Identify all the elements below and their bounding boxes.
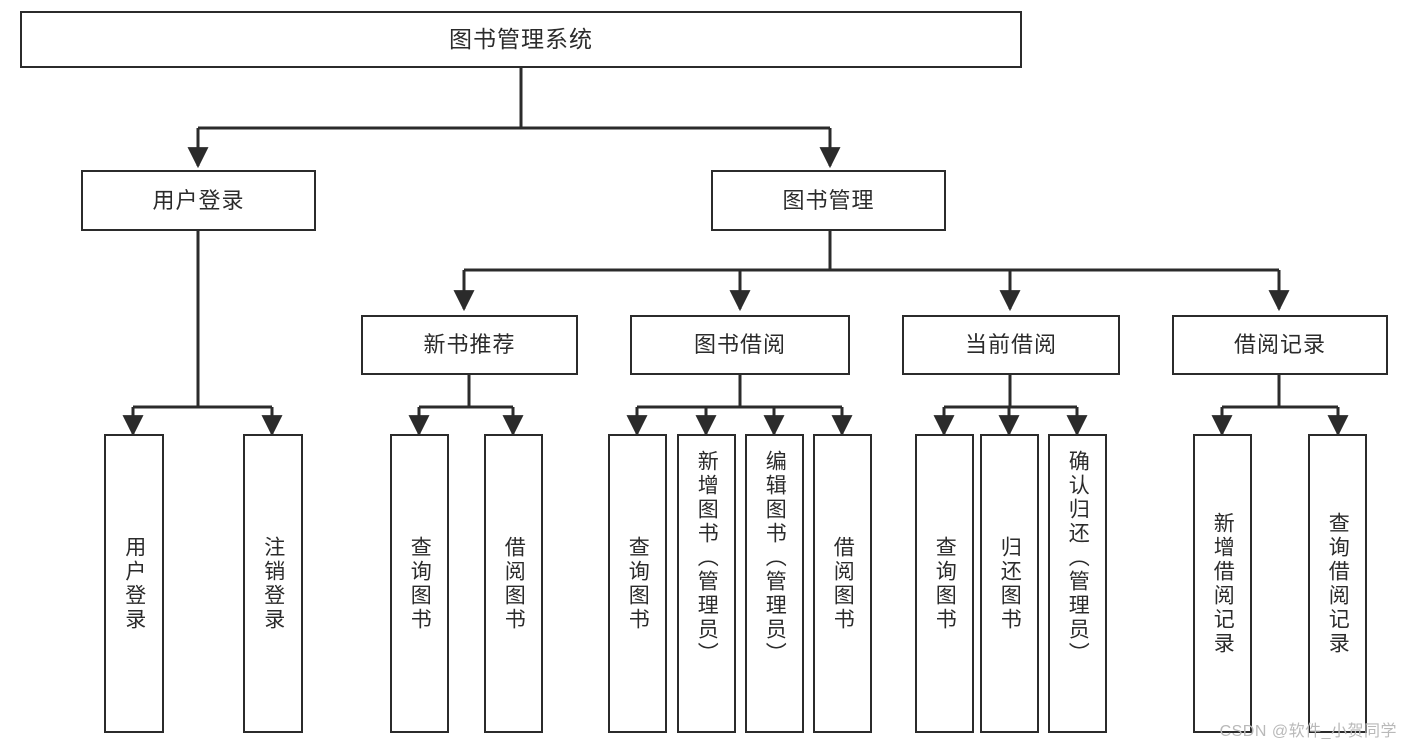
node-leaf-add-book[interactable]: 新增图书（管理员） xyxy=(677,434,736,733)
node-leaf-borrow-book-2-label: 借阅图书 xyxy=(831,535,855,632)
node-leaf-query-book-3-label: 查询图书 xyxy=(933,535,957,632)
node-leaf-add-record-label: 新增借阅记录 xyxy=(1211,511,1235,656)
node-leaf-user-login-label: 用户登录 xyxy=(122,535,146,632)
node-leaf-query-book-2-label: 查询图书 xyxy=(626,535,650,632)
node-user-login[interactable]: 用户登录 xyxy=(81,170,316,231)
node-leaf-borrow-book-1[interactable]: 借阅图书 xyxy=(484,434,543,733)
node-leaf-confirm-return-label: 确认归还（管理员） xyxy=(1066,450,1090,666)
node-book-borrow[interactable]: 图书借阅 xyxy=(630,315,850,375)
node-leaf-query-record[interactable]: 查询借阅记录 xyxy=(1308,434,1367,733)
node-leaf-confirm-return[interactable]: 确认归还（管理员） xyxy=(1048,434,1107,733)
node-borrow-record[interactable]: 借阅记录 xyxy=(1172,315,1388,375)
node-book-borrow-label: 图书借阅 xyxy=(693,332,786,358)
node-new-book-recommend[interactable]: 新书推荐 xyxy=(361,315,578,375)
node-root-label: 图书管理系统 xyxy=(449,26,593,53)
node-book-management-label: 图书管理 xyxy=(782,187,875,213)
node-leaf-add-record[interactable]: 新增借阅记录 xyxy=(1193,434,1252,733)
node-leaf-user-logout[interactable]: 注销登录 xyxy=(243,434,303,733)
node-leaf-user-login[interactable]: 用户登录 xyxy=(104,434,164,733)
node-leaf-add-book-label: 新增图书（管理员） xyxy=(695,450,719,666)
node-current-borrow-label: 当前借阅 xyxy=(964,332,1057,358)
node-leaf-return-book[interactable]: 归还图书 xyxy=(980,434,1039,733)
watermark: CSDN @软件_小贺同学 xyxy=(1219,723,1397,740)
node-leaf-query-record-label: 查询借阅记录 xyxy=(1326,511,1350,656)
node-leaf-query-book-3[interactable]: 查询图书 xyxy=(915,434,974,733)
node-user-login-label: 用户登录 xyxy=(152,187,245,213)
node-borrow-record-label: 借阅记录 xyxy=(1233,332,1326,358)
node-leaf-query-book-2[interactable]: 查询图书 xyxy=(608,434,667,733)
node-leaf-borrow-book-1-label: 借阅图书 xyxy=(502,535,526,632)
node-leaf-borrow-book-2[interactable]: 借阅图书 xyxy=(813,434,872,733)
node-root[interactable]: 图书管理系统 xyxy=(20,11,1022,68)
node-leaf-return-book-label: 归还图书 xyxy=(998,535,1022,632)
node-leaf-user-logout-label: 注销登录 xyxy=(261,535,285,632)
node-new-book-recommend-label: 新书推荐 xyxy=(423,332,516,358)
node-leaf-query-book-1-label: 查询图书 xyxy=(408,535,432,632)
node-current-borrow[interactable]: 当前借阅 xyxy=(902,315,1120,375)
node-book-management[interactable]: 图书管理 xyxy=(711,170,946,231)
node-leaf-edit-book[interactable]: 编辑图书（管理员） xyxy=(745,434,804,733)
node-leaf-query-book-1[interactable]: 查询图书 xyxy=(390,434,449,733)
node-leaf-edit-book-label: 编辑图书（管理员） xyxy=(763,450,787,666)
